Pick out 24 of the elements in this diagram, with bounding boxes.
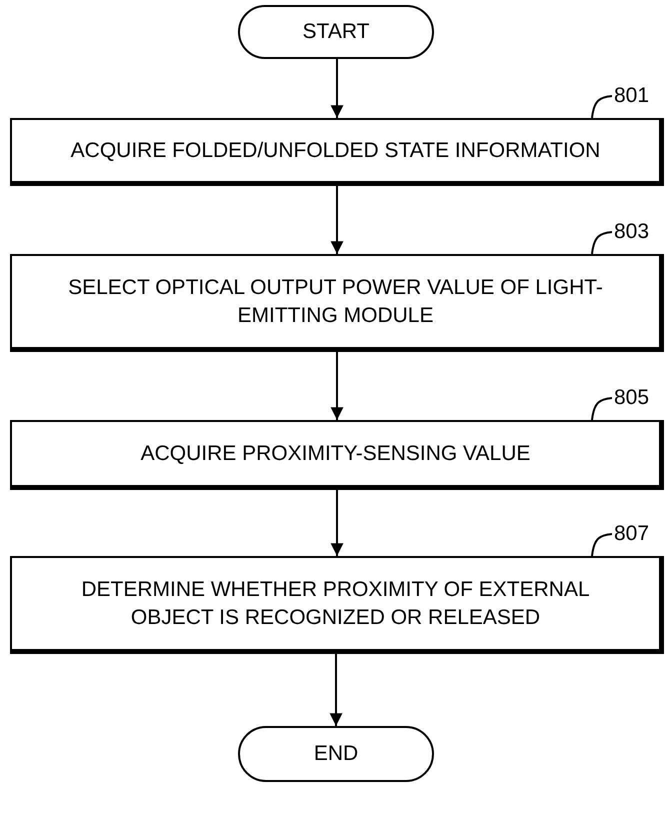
process-box xyxy=(10,420,664,490)
leader-line xyxy=(591,397,612,420)
arrow xyxy=(330,352,344,420)
arrow xyxy=(330,654,342,726)
step-text: DETERMINE WHETHER PROXIMITY OF EXTERNAL OBJECT IS RECOGNIZED OR RELEASED xyxy=(80,576,591,630)
step-text: START xyxy=(302,19,370,45)
process-box xyxy=(10,118,664,186)
leader-line xyxy=(591,95,612,118)
reference-numeral: 807 xyxy=(614,522,650,546)
step-text: SELECT OPTICAL OUTPUT POWER VALUE OF LIGHT-EMITTING MODULE xyxy=(67,274,604,328)
step-text: ACQUIRE PROXIMITY-SENSING VALUE xyxy=(140,440,532,466)
arrow xyxy=(330,490,344,556)
leader-line xyxy=(591,231,612,254)
arrow xyxy=(330,59,344,118)
step-text: ACQUIRE FOLDED/UNFOLDED STATE INFORMATION xyxy=(70,138,602,164)
process-box xyxy=(10,254,664,352)
process-box xyxy=(10,556,664,654)
arrow xyxy=(330,186,344,254)
terminal-node xyxy=(238,5,434,59)
step-text: END xyxy=(312,741,360,767)
leader-line xyxy=(591,533,612,556)
reference-numeral: 805 xyxy=(614,386,650,410)
reference-numeral: 803 xyxy=(614,220,650,244)
reference-numeral: 801 xyxy=(614,84,650,108)
